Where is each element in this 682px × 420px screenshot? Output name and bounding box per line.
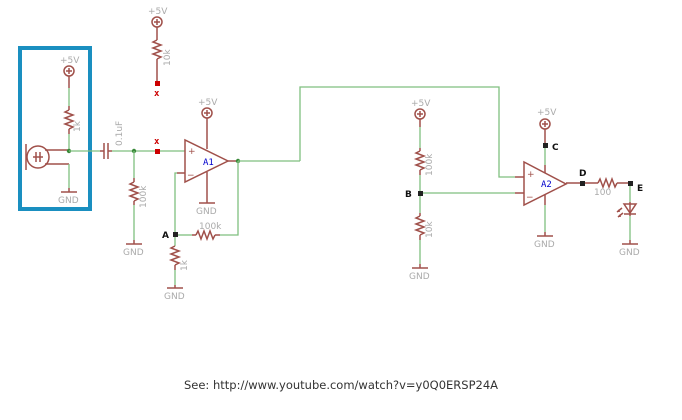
svg-text:10k: 10k (425, 221, 435, 238)
svg-text:GND: GND (164, 292, 185, 302)
svg-text:A: A (162, 231, 169, 241)
svg-text:GND: GND (534, 240, 555, 250)
svg-text:C: C (552, 143, 559, 153)
svg-text:100k: 100k (425, 153, 435, 176)
svg-text:0.1uF: 0.1uF (115, 121, 125, 146)
supply-5v-a2: +5V (537, 108, 557, 130)
resistor-100k-divider: 100k (413, 148, 435, 176)
supply-5v-10k: +5V (148, 7, 168, 28)
test-point-b (418, 191, 423, 196)
ground-1k: GND (164, 285, 185, 302)
ground-a2: GND (534, 232, 555, 250)
supply-5v-mic: +5V (60, 56, 80, 77)
svg-text:100k: 100k (199, 222, 222, 232)
svg-text:+5V: +5V (198, 98, 218, 108)
led-icon (616, 202, 638, 218)
test-point-a (173, 232, 178, 237)
no-connect-marker-input (155, 149, 160, 154)
resistor-100k-bias: 100k (127, 178, 149, 208)
svg-text:100: 100 (594, 188, 611, 198)
resistor-10k-divider: 10k (413, 213, 435, 240)
op-amp-a1: + − A1 (184, 138, 230, 184)
svg-text:A2: A2 (541, 180, 552, 190)
svg-text:D: D (579, 169, 586, 179)
svg-text:x: x (154, 137, 160, 147)
op-amp-a2: + − A2 (523, 160, 568, 207)
microphone-section-box (18, 46, 92, 211)
test-point-c (543, 143, 548, 148)
resistor-1k-mic: 1k (62, 106, 83, 134)
svg-text:E: E (637, 184, 643, 194)
test-point-d (580, 181, 585, 186)
resistor-10k-top: 10k (150, 39, 173, 81)
footer-link[interactable]: http://www.youtube.com/watch?v=y0Q0ERSP2… (212, 378, 499, 392)
svg-text:GND: GND (409, 272, 430, 282)
microphone-icon (25, 144, 69, 170)
supply-5v-a1: +5V (198, 98, 218, 119)
footer-prefix: See: (183, 378, 210, 392)
ground-bias: GND (123, 240, 144, 258)
ground-divider: GND (409, 264, 430, 282)
svg-text:x: x (154, 89, 160, 99)
svg-text:A1: A1 (203, 158, 214, 168)
resistor-100k-feedback: 100k (192, 222, 222, 242)
svg-text:+5V: +5V (411, 99, 431, 109)
svg-text:+: + (527, 170, 535, 180)
svg-text:100k: 100k (139, 185, 149, 208)
svg-text:+5V: +5V (60, 56, 80, 66)
svg-text:+5V: +5V (537, 108, 557, 118)
svg-text:−: − (187, 171, 195, 181)
ground-a1: GND (196, 202, 217, 217)
svg-text:GND: GND (196, 207, 217, 217)
ground-led: GND (619, 240, 640, 258)
resistor-1k-ground: 1k (168, 245, 190, 271)
supply-5v-divider: +5V (411, 99, 431, 120)
capacitor-0-1uf: 0.1uF (100, 121, 125, 159)
test-point-e (628, 181, 633, 186)
svg-text:1k: 1k (180, 259, 190, 271)
svg-text:GND: GND (58, 196, 79, 206)
svg-text:10k: 10k (163, 49, 173, 66)
svg-text:1k: 1k (73, 120, 83, 132)
resistor-100-led: 100 (594, 176, 628, 198)
svg-text:GND: GND (123, 248, 144, 258)
ground-mic: GND (58, 188, 79, 206)
svg-text:GND: GND (619, 248, 640, 258)
svg-text:B: B (405, 190, 412, 200)
svg-text:−: − (526, 193, 534, 203)
svg-text:+5V: +5V (148, 7, 168, 17)
no-connect-marker-top (155, 81, 160, 86)
footer-note: See: http://www.youtube.com/watch?v=y0Q0… (0, 378, 682, 392)
svg-text:+: + (188, 147, 196, 157)
